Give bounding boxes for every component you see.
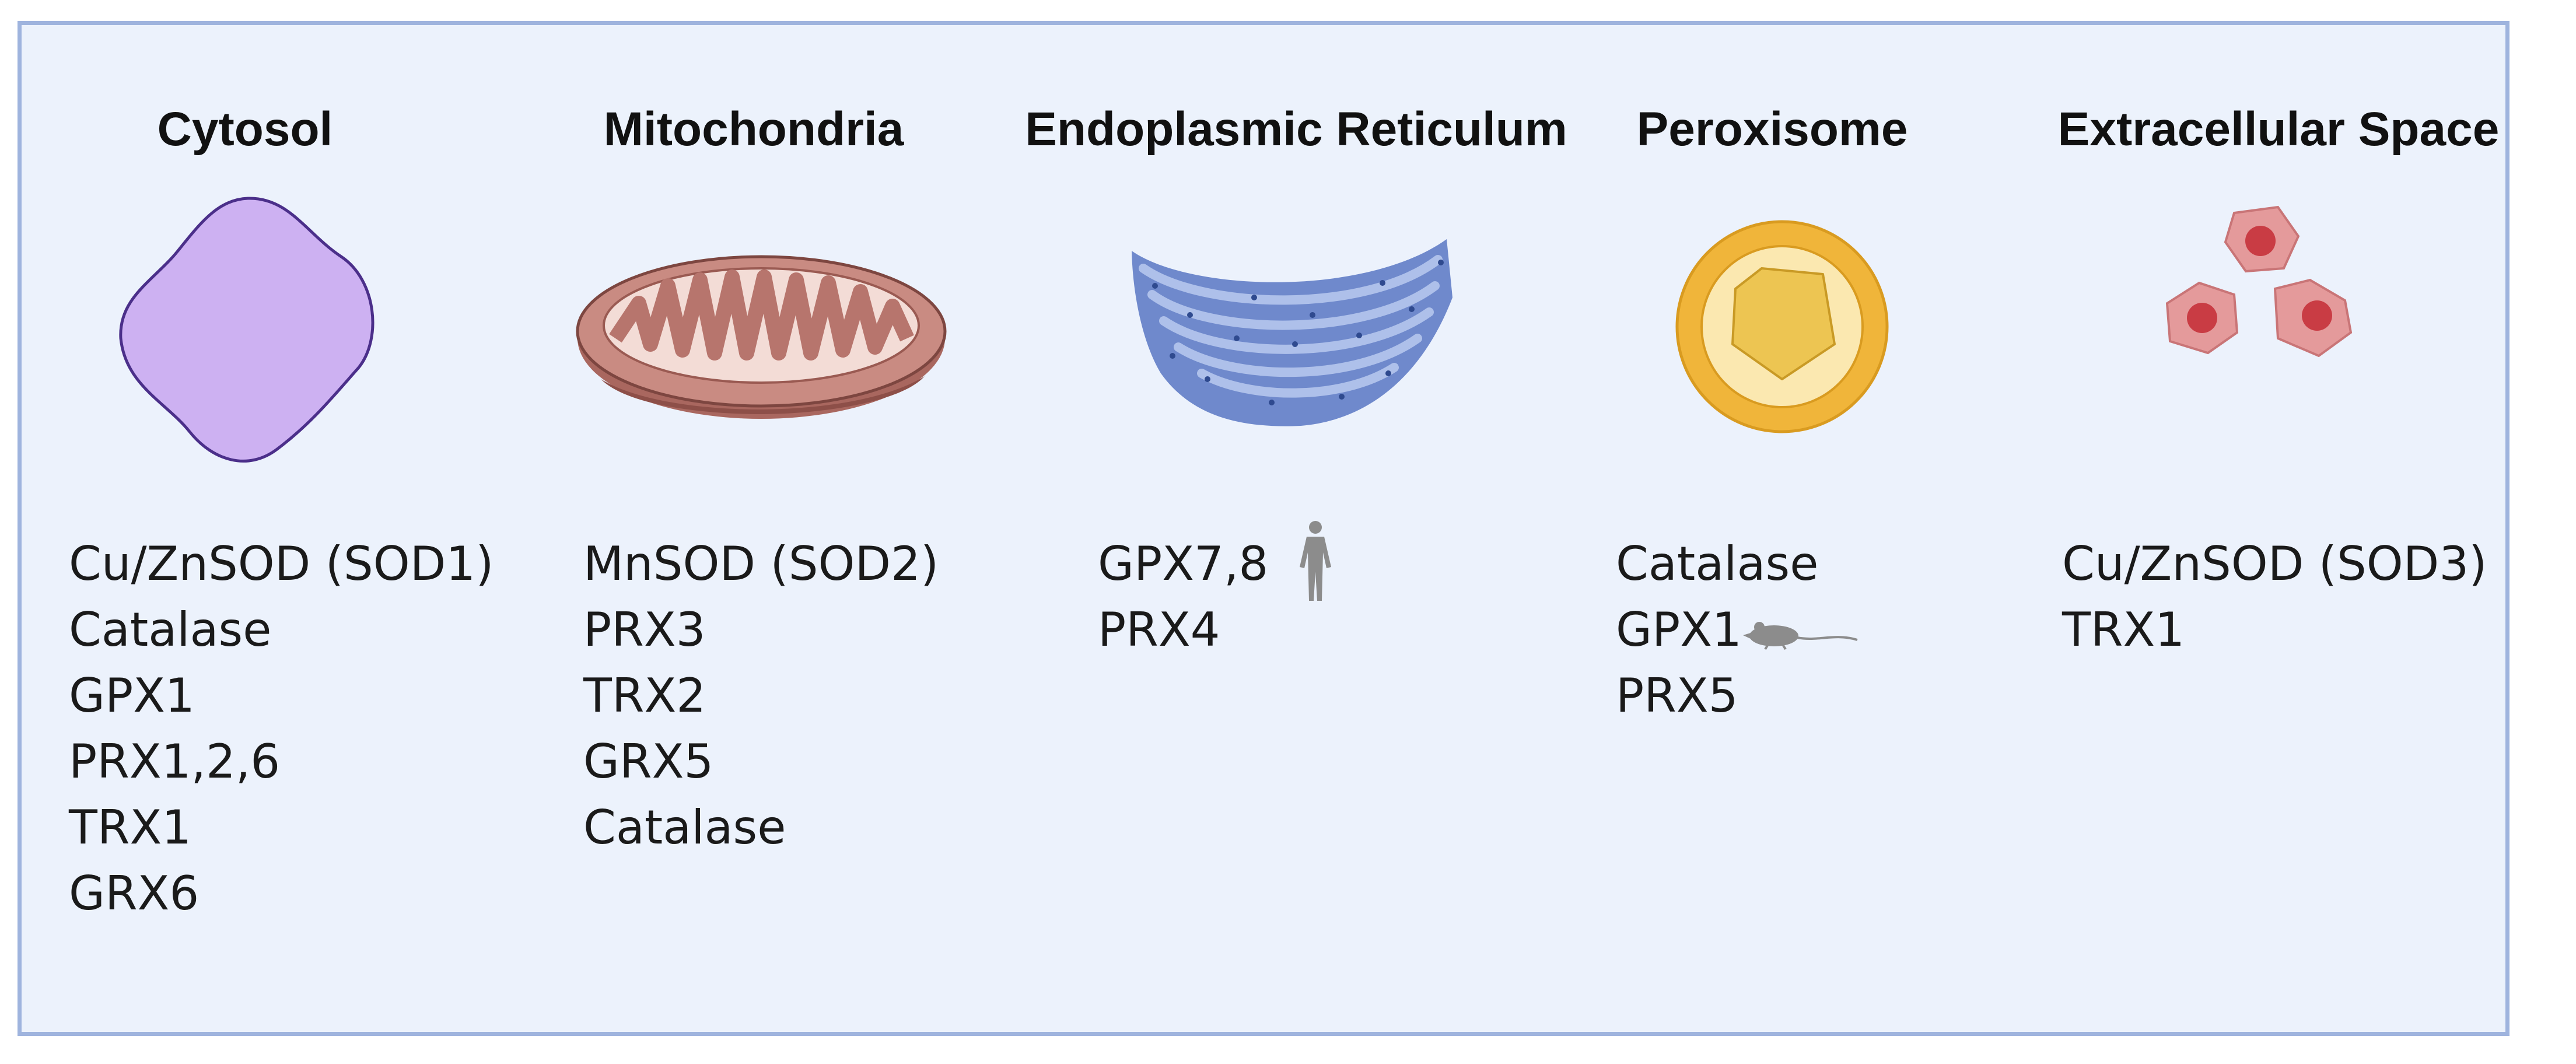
list-mitochondria: MnSOD (SOD2) PRX3 TRX2 GRX5 Catalase — [583, 531, 939, 860]
list-item: TRX2 — [583, 668, 706, 723]
diagram-panel — [18, 21, 2510, 1036]
list-item: Catalase — [1616, 537, 1819, 591]
list-item: Cu/ZnSOD (SOD1) — [69, 537, 494, 591]
list-item: GRX6 — [69, 866, 200, 921]
title-mitochondria: Mitochondria — [603, 103, 904, 156]
mitochondrion-icon — [576, 255, 947, 419]
list-item: GPX1 — [1616, 597, 1859, 663]
list-item-label: GPX1 — [1616, 603, 1742, 657]
mouse-icon — [1742, 622, 1858, 650]
list-item: GRX5 — [583, 734, 714, 789]
list-item: MnSOD (SOD2) — [583, 537, 939, 591]
list-item: GPX1 — [69, 668, 195, 723]
list-cytosol: Cu/ZnSOD (SOD1) Catalase GPX1 PRX1,2,6 T… — [69, 531, 494, 926]
list-item: Cu/ZnSOD (SOD3) — [2062, 537, 2487, 591]
list-item: PRX3 — [583, 603, 706, 657]
list-item: Catalase — [583, 800, 786, 855]
list-item: GPX7,8 — [1098, 521, 1336, 601]
list-item: Catalase — [69, 603, 272, 657]
human-icon — [1299, 521, 1331, 601]
title-cytosol: Cytosol — [157, 103, 333, 156]
list-endoplasmic-reticulum: GPX7,8 PRX4 — [1098, 521, 1336, 663]
list-item: PRX4 — [1098, 603, 1220, 657]
list-item-label: GPX7,8 — [1098, 537, 1269, 591]
list-extracellular-space: Cu/ZnSOD (SOD3) TRX1 — [2062, 531, 2487, 663]
title-endoplasmic-reticulum: Endoplasmic Reticulum — [1025, 103, 1567, 156]
list-item: TRX1 — [69, 800, 192, 855]
endoplasmic-reticulum-icon — [1132, 239, 1452, 426]
list-item: PRX5 — [1616, 668, 1738, 723]
title-peroxisome: Peroxisome — [1636, 103, 1908, 156]
title-extracellular-space: Extracellular Space — [2057, 103, 2500, 156]
peroxisome-icon — [1675, 220, 1889, 433]
list-item: TRX1 — [2062, 603, 2185, 657]
cell-blob-icon — [119, 197, 374, 463]
list-item: PRX1,2,6 — [69, 734, 281, 789]
cells-cluster-icon — [2165, 205, 2353, 358]
list-peroxisome: Catalase GPX1 PRX5 — [1616, 531, 1859, 729]
